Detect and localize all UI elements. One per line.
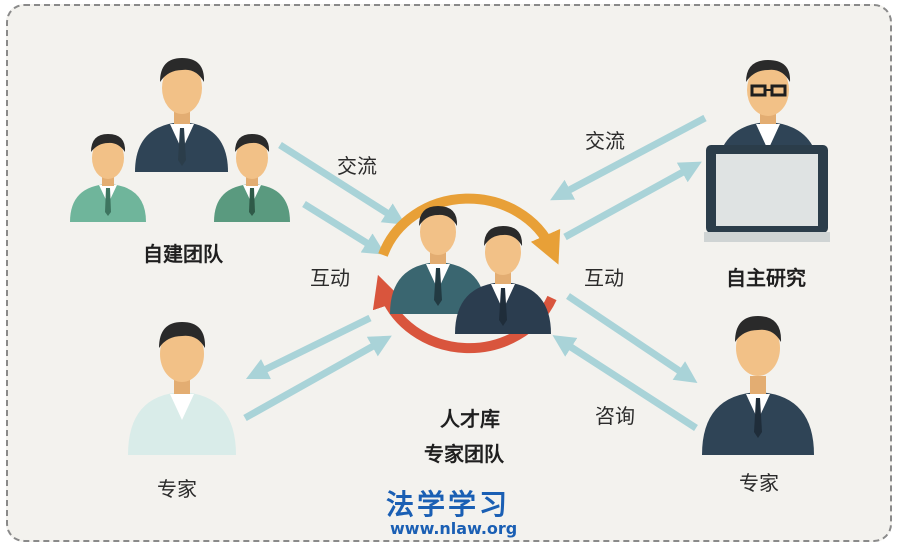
self-team-label: 自建团队 <box>143 242 223 266</box>
person-team-member-right-icon <box>214 134 290 222</box>
consult-label: 咨询 <box>595 404 635 428</box>
arrow-bottom-right <box>552 293 698 431</box>
interact-left-label: 互动 <box>310 266 350 290</box>
exchange-right-label: 交流 <box>585 129 625 153</box>
watermark-title: 法学学习 <box>386 488 511 521</box>
arrow-top-right <box>550 114 707 241</box>
exchange-left-label: 交流 <box>337 154 377 178</box>
watermark-url: www.nlaw.org <box>390 519 518 538</box>
person-talent-pool-left-icon <box>390 206 486 314</box>
person-talent-pool-right-icon <box>455 226 551 334</box>
person-team-member-left-icon <box>70 134 146 222</box>
expert-team-label: 专家团队 <box>424 442 504 466</box>
talent-pool-label: 人才库 <box>440 407 500 431</box>
expert-right-label: 专家 <box>739 471 779 495</box>
arrow-bottom-left <box>243 314 392 422</box>
arrow-top-left <box>278 142 406 255</box>
person-expert-left-icon <box>128 322 236 455</box>
person-expert-right-icon <box>702 316 814 455</box>
self-research-label: 自主研究 <box>726 266 806 290</box>
expert-left-label: 专家 <box>157 477 197 501</box>
person-team-leader-icon <box>135 58 228 172</box>
person-researcher-icon <box>704 60 830 242</box>
interact-right-label: 互动 <box>584 266 624 290</box>
